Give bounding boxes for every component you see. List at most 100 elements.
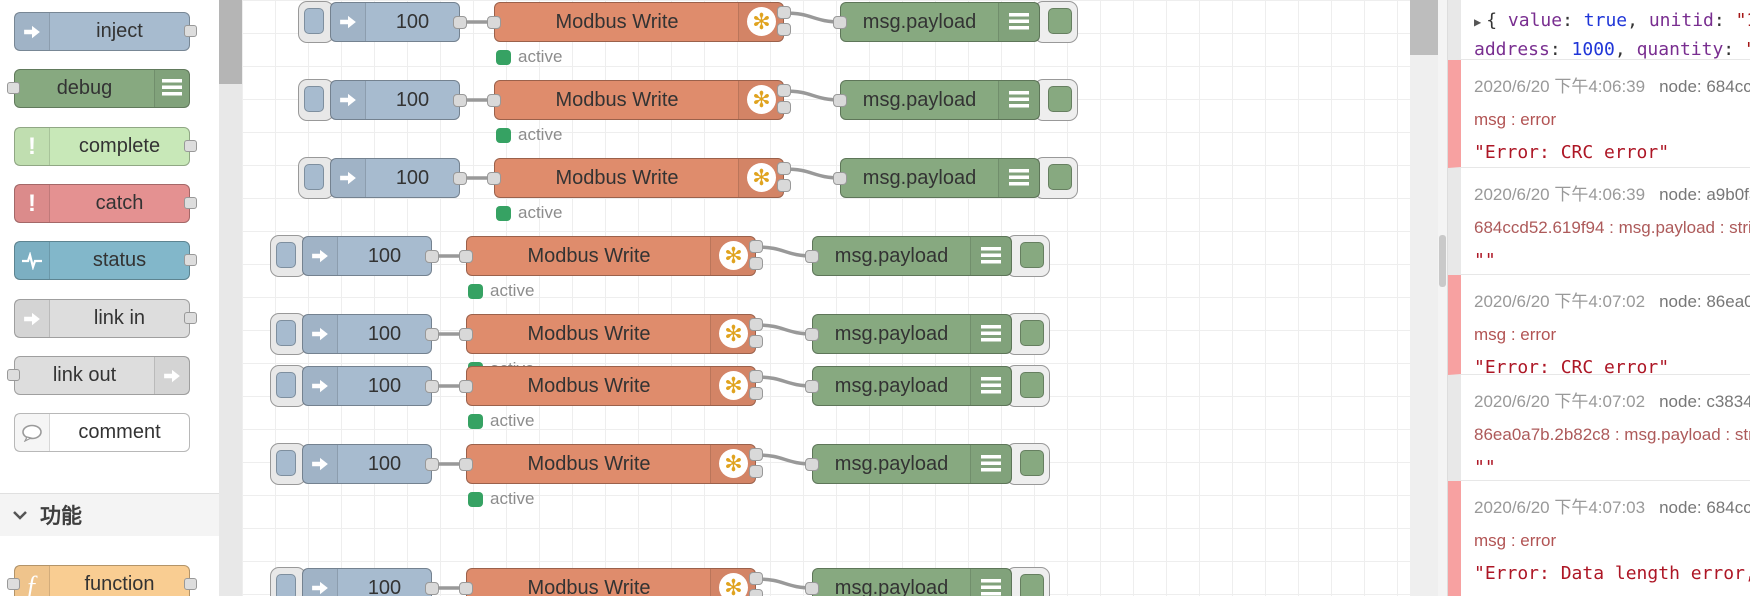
palette-node-complete[interactable]: ! complete	[14, 127, 197, 166]
debug-input-port[interactable]	[805, 582, 819, 595]
expand-triangle-icon[interactable]: ▶	[1474, 15, 1482, 29]
modbus-write-node[interactable]: Modbus Write ✻	[466, 314, 756, 354]
inject-output-port[interactable]	[425, 582, 439, 595]
inject-output-port[interactable]	[453, 172, 467, 185]
palette-node-inject[interactable]: inject	[14, 12, 197, 51]
debug-toggle-button[interactable]	[1006, 443, 1050, 485]
modbus-input-port[interactable]	[459, 328, 473, 341]
modbus-output-port-2[interactable]	[749, 335, 763, 348]
modbus-output-port-1[interactable]	[777, 84, 791, 97]
inject-node[interactable]: 100	[302, 314, 432, 354]
modbus-output-port-1[interactable]	[777, 6, 791, 19]
palette-node-debug[interactable]: debug	[7, 69, 190, 108]
modbus-write-node[interactable]: Modbus Write ✻	[466, 568, 756, 596]
modbus-input-port[interactable]	[459, 250, 473, 263]
modbus-write-node[interactable]: Modbus Write ✻	[466, 236, 756, 276]
modbus-output-port-1[interactable]	[749, 318, 763, 331]
flow-canvas[interactable]: 100 Modbus Write ✻ msg.payload active	[242, 0, 1410, 596]
debug-toggle-button[interactable]	[1034, 157, 1078, 199]
inject-button[interactable]	[270, 443, 306, 485]
inject-button[interactable]	[270, 235, 306, 277]
inject-button[interactable]	[270, 567, 306, 596]
inject-output-port[interactable]	[425, 458, 439, 471]
debug-input-port[interactable]	[805, 380, 819, 393]
palette-node-comment[interactable]: comment	[14, 413, 190, 452]
inject-node[interactable]: 100	[330, 2, 460, 42]
debug-input-port[interactable]	[833, 94, 847, 107]
debug-message[interactable]: ▶{ value: true, unitid: "1"address: 1000…	[1448, 0, 1750, 60]
inject-node[interactable]: 100	[330, 158, 460, 198]
modbus-output-port-1[interactable]	[749, 370, 763, 383]
modbus-write-node[interactable]: Modbus Write ✻	[494, 80, 784, 120]
modbus-input-port[interactable]	[459, 458, 473, 471]
inject-button[interactable]	[298, 79, 334, 121]
modbus-input-port[interactable]	[487, 94, 501, 107]
debug-toggle-button[interactable]	[1006, 235, 1050, 277]
inject-button[interactable]	[270, 365, 306, 407]
debug-input-port[interactable]	[805, 250, 819, 263]
debug-input-port[interactable]	[833, 16, 847, 29]
sidebar-scrollbar-thumb[interactable]	[1439, 235, 1446, 287]
palette-scrollbar[interactable]	[219, 0, 242, 596]
inject-output-port[interactable]	[453, 16, 467, 29]
palette-node-link-in[interactable]: link in	[14, 299, 197, 338]
modbus-write-node[interactable]: Modbus Write ✻	[466, 444, 756, 484]
debug-node[interactable]: msg.payload	[840, 80, 1040, 120]
inject-node[interactable]: 100	[302, 568, 432, 596]
debug-node[interactable]: msg.payload	[840, 2, 1040, 42]
modbus-output-port-1[interactable]	[749, 572, 763, 585]
debug-toggle-button[interactable]	[1006, 567, 1050, 596]
debug-toggle-button[interactable]	[1034, 79, 1078, 121]
modbus-output-port-2[interactable]	[749, 589, 763, 596]
inject-output-port[interactable]	[425, 328, 439, 341]
inject-node[interactable]: 100	[302, 236, 432, 276]
modbus-output-port-2[interactable]	[777, 101, 791, 114]
modbus-input-port[interactable]	[459, 380, 473, 393]
palette-scrollbar-thumb[interactable]	[219, 0, 242, 84]
palette-node-catch[interactable]: ! catch	[14, 184, 197, 223]
debug-toggle-button[interactable]	[1034, 1, 1078, 43]
debug-input-port[interactable]	[833, 172, 847, 185]
debug-toggle-button[interactable]	[1006, 313, 1050, 355]
modbus-output-port-1[interactable]	[749, 240, 763, 253]
debug-node[interactable]: msg.payload	[812, 236, 1012, 276]
debug-input-port[interactable]	[805, 328, 819, 341]
modbus-output-port-2[interactable]	[749, 387, 763, 400]
debug-node[interactable]: msg.payload	[812, 568, 1012, 596]
canvas-scrollbar[interactable]	[1410, 0, 1438, 596]
modbus-output-port-1[interactable]	[749, 448, 763, 461]
inject-node[interactable]: 100	[302, 366, 432, 406]
palette-category-function[interactable]: 功能	[0, 494, 219, 536]
modbus-write-node[interactable]: Modbus Write ✻	[494, 158, 784, 198]
inject-button[interactable]	[298, 1, 334, 43]
inject-node[interactable]: 100	[302, 444, 432, 484]
debug-node[interactable]: msg.payload	[812, 444, 1012, 484]
modbus-input-port[interactable]	[487, 16, 501, 29]
palette-node-status[interactable]: status	[14, 241, 197, 280]
inject-output-port[interactable]	[425, 250, 439, 263]
inject-output-port[interactable]	[453, 94, 467, 107]
modbus-output-port-2[interactable]	[777, 179, 791, 192]
canvas-scrollbar-thumb[interactable]	[1410, 0, 1438, 55]
modbus-input-port[interactable]	[487, 172, 501, 185]
modbus-input-port[interactable]	[459, 582, 473, 595]
debug-toggle-button[interactable]	[1006, 365, 1050, 407]
debug-node[interactable]: msg.payload	[840, 158, 1040, 198]
modbus-output-port-2[interactable]	[749, 257, 763, 270]
palette-node-function[interactable]: ƒ function	[7, 565, 197, 596]
sidebar-scrollbar[interactable]	[1438, 0, 1447, 596]
modbus-output-port-2[interactable]	[749, 465, 763, 478]
inject-button[interactable]	[270, 313, 306, 355]
modbus-write-node[interactable]: Modbus Write ✻	[466, 366, 756, 406]
debug-node[interactable]: msg.payload	[812, 314, 1012, 354]
debug-input-port[interactable]	[805, 458, 819, 471]
inject-button[interactable]	[298, 157, 334, 199]
modbus-write-node[interactable]: Modbus Write ✻	[494, 2, 784, 42]
inject-output-port[interactable]	[425, 380, 439, 393]
inject-node[interactable]: 100	[330, 80, 460, 120]
